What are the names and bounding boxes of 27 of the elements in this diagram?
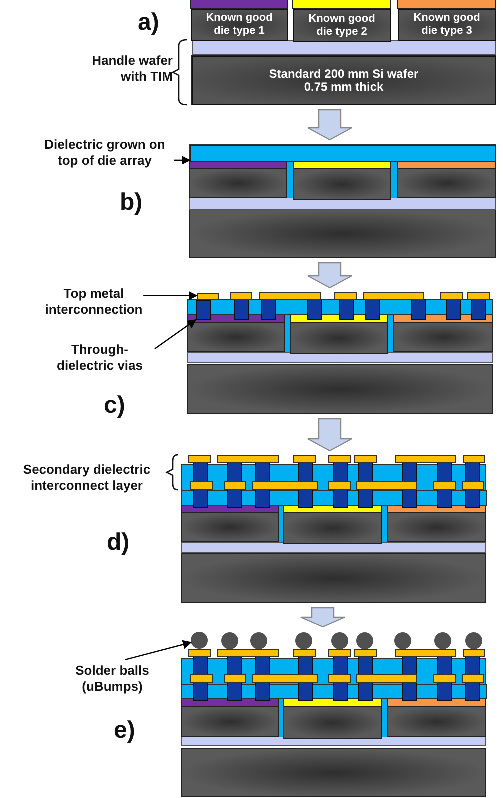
leader-line xyxy=(174,156,191,166)
die: Known good die type 2 xyxy=(293,9,391,42)
process-arrow xyxy=(307,262,353,289)
leader-line xyxy=(144,291,198,300)
panel-label: d) xyxy=(107,530,130,556)
callout-text: Top metal interconnection xyxy=(35,284,153,320)
process-arrow xyxy=(300,607,346,628)
panel-label: b) xyxy=(120,190,143,216)
callout-text: Dielectric grown on top of die array xyxy=(36,136,174,170)
panel-label: a) xyxy=(138,10,160,36)
die: Known good die type 1 xyxy=(191,9,288,41)
panel-label: e) xyxy=(114,718,136,744)
solder-ball xyxy=(191,632,208,649)
metal-pad xyxy=(197,293,219,300)
callout-text: Solder balls (uBumps) xyxy=(60,660,165,698)
callout-text: Through-dielectric vias xyxy=(45,340,155,376)
leader-line xyxy=(124,640,192,661)
process-arrow xyxy=(307,109,353,141)
die: Known good die type 3 xyxy=(398,9,496,41)
via xyxy=(196,300,211,320)
panel-label: c) xyxy=(104,393,126,419)
dielectric-layer xyxy=(190,145,496,162)
layer-label: Secondary dielectric interconnect layer xyxy=(22,461,152,495)
layer-label: Handle wafer with TIM xyxy=(91,52,173,86)
process-arrow xyxy=(307,418,353,452)
wafer: Standard 200 mm Si wafer 0.75 mm thick xyxy=(192,56,496,105)
leader-line xyxy=(154,319,197,350)
